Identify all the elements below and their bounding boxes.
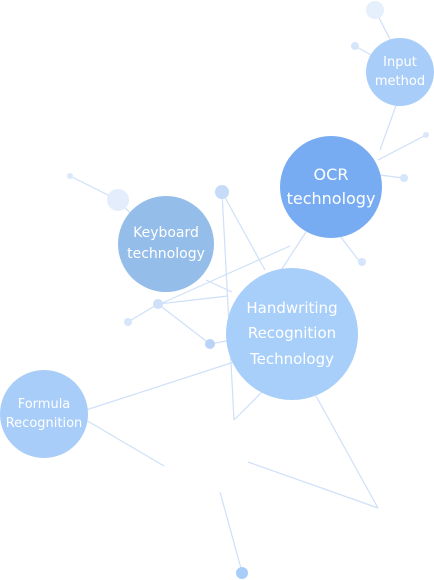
node-formula-label-line1: Formula [17, 396, 71, 412]
connector-line [219, 491, 243, 573]
node-handwriting-label-line2: Recognition [247, 324, 337, 343]
node-handwriting-label-line3: Technology [249, 349, 335, 368]
network-dot [236, 567, 248, 579]
connector-line [85, 361, 235, 411]
network-dot [153, 299, 163, 309]
node-input-method: Input method [366, 38, 434, 106]
node-ocr-label-line1: OCR [313, 165, 349, 184]
connector-line [379, 174, 404, 179]
node-keyboard-label-line2: technology [127, 246, 205, 262]
connector-line [157, 295, 229, 305]
connector-line [221, 191, 266, 271]
connector-line [205, 279, 233, 293]
network-dot [351, 42, 359, 50]
connector-line [221, 191, 235, 421]
network-dot [205, 339, 215, 349]
node-input-method-label-line2: method [374, 74, 426, 89]
node-handwriting-recognition: Handwriting Recognition Technology [226, 268, 358, 400]
network-dot [366, 1, 384, 19]
connector-line [157, 303, 211, 345]
connector-line [377, 134, 427, 161]
node-ocr-label-line2: technology [286, 189, 376, 208]
network-dots [67, 1, 429, 579]
connector-line [127, 303, 159, 323]
node-keyboard-label-line1: Keyboard [133, 225, 199, 241]
node-keyboard-technology: Keyboard technology [118, 196, 214, 292]
connector-line [247, 461, 379, 509]
connector-line [85, 419, 165, 467]
connector-line [379, 99, 399, 151]
node-formula-recognition: Formula Recognition [0, 370, 88, 458]
connector-line [159, 245, 291, 305]
network-dot [423, 132, 429, 138]
connector-line [315, 395, 379, 509]
network-dot [124, 318, 132, 326]
node-input-method-label-line1: Input [383, 54, 417, 70]
connector-line [233, 391, 263, 421]
network-dot [215, 185, 229, 199]
connector-line [339, 235, 361, 263]
node-formula-label-line2: Recognition [5, 416, 83, 431]
network-dot [358, 258, 366, 266]
network-dot [400, 174, 408, 182]
network-dot [107, 189, 129, 211]
node-handwriting-label-line1: Handwriting [246, 298, 338, 317]
network-dot [67, 173, 73, 179]
node-ocr-technology: OCR technology [280, 136, 382, 238]
